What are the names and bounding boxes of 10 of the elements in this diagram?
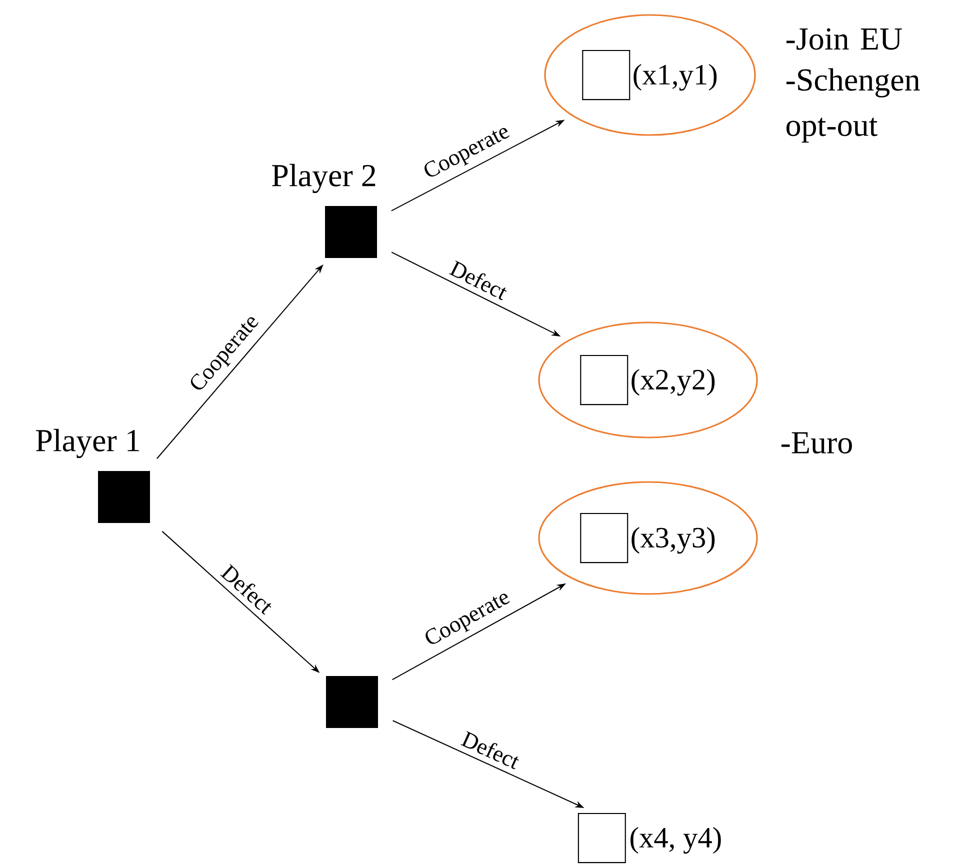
node-label: Player 1	[36, 428, 139, 458]
edge-label: Defect	[460, 731, 519, 770]
note-text: -Join EU	[786, 28, 902, 50]
player-node	[326, 676, 378, 728]
note-text: -Schengen opt-out	[786, 68, 920, 143]
node-label: Player 2	[272, 164, 376, 194]
note-text: -Euro	[781, 432, 852, 454]
payoff-label: (x4, y4)	[578, 812, 721, 864]
player-node: Player 1	[36, 428, 150, 523]
player-node: Player 2	[272, 164, 377, 258]
